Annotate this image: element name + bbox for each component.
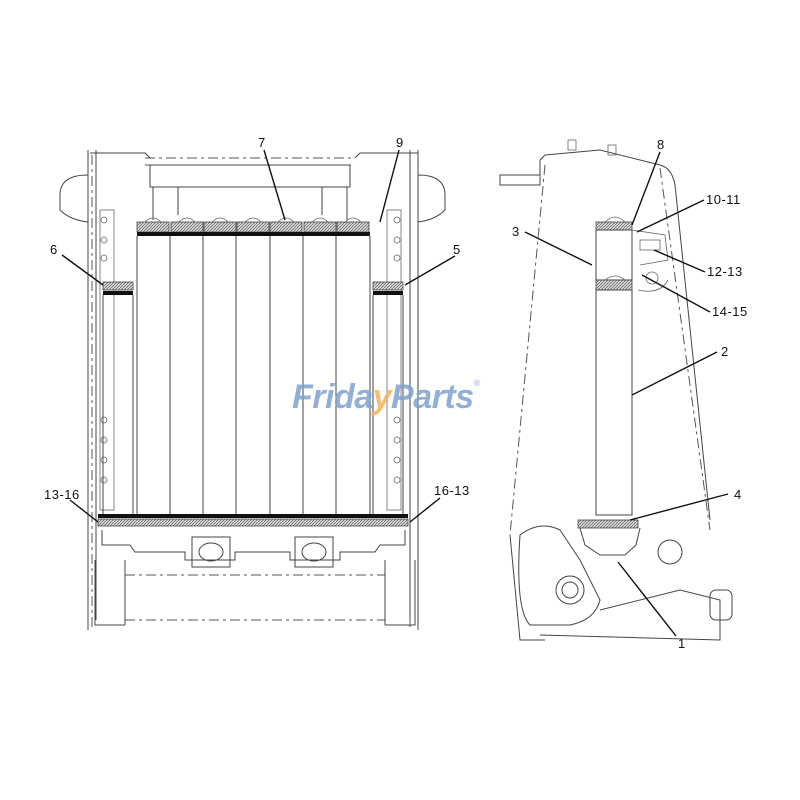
front-view xyxy=(59,149,456,630)
watermark-logo: FridayParts® xyxy=(292,378,480,417)
registered-mark: ® xyxy=(473,378,481,388)
watermark-text-1: Frida xyxy=(292,378,373,416)
callout-7: 7 xyxy=(258,135,266,150)
watermark-text-2: Parts xyxy=(391,378,474,416)
cylinder-body xyxy=(595,216,633,516)
callout-16-13: 16-13 xyxy=(434,483,470,498)
callout-8: 8 xyxy=(657,137,665,152)
front-leaders xyxy=(61,149,456,523)
side-view xyxy=(499,139,733,641)
core-headers xyxy=(136,217,370,236)
callout-9: 9 xyxy=(396,135,404,150)
callout-10-11: 10-11 xyxy=(706,192,741,207)
callout-12-13: 12-13 xyxy=(707,264,743,279)
callout-13-16: 13-16 xyxy=(44,487,80,502)
callout-4: 4 xyxy=(734,487,742,502)
callout-5: 5 xyxy=(453,242,461,257)
watermark-text-accent: y xyxy=(372,378,392,416)
callout-3: 3 xyxy=(512,224,520,239)
callout-6: 6 xyxy=(50,242,58,257)
core-tubes xyxy=(136,236,371,515)
callout-2: 2 xyxy=(721,344,729,359)
side-leaders xyxy=(524,151,729,637)
callout-14-15: 14-15 xyxy=(712,304,748,319)
callout-1: 1 xyxy=(678,636,686,651)
